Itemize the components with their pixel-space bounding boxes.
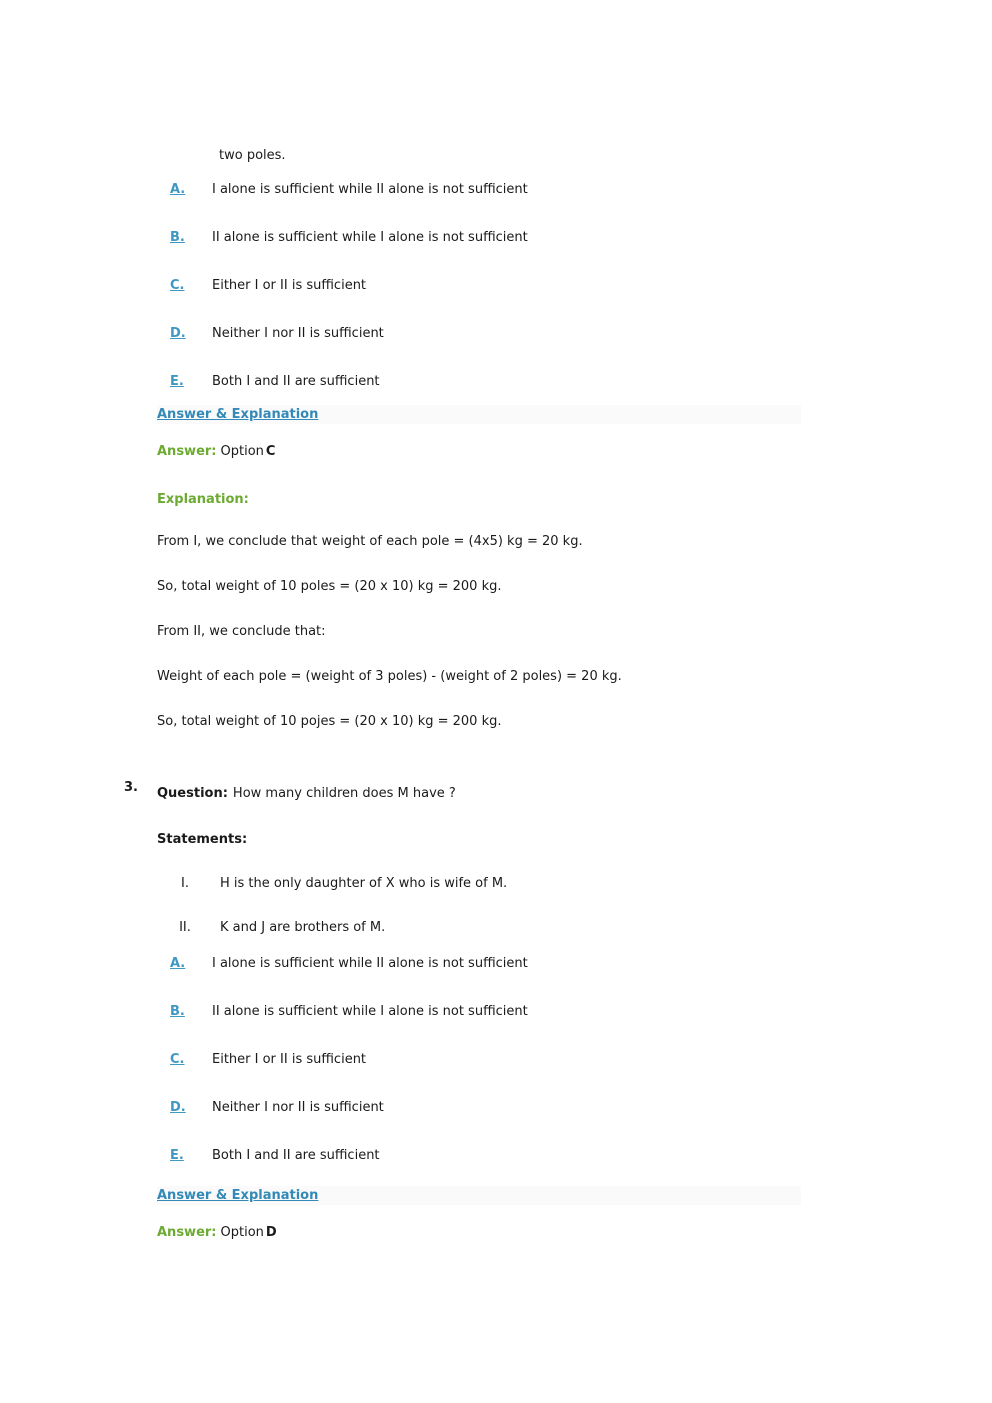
option-a-text: I alone is sufficient while II alone is … (212, 956, 528, 971)
statement-2-numeral: II. (179, 920, 191, 935)
statement-continuation-text: two poles. (219, 148, 286, 163)
explanation-line-1: From I, we conclude that weight of each … (157, 534, 583, 549)
answer-explanation-link[interactable]: Answer & Explanation (157, 407, 319, 422)
option-b-text: II alone is sufficient while I alone is … (212, 1004, 528, 1019)
option-d-text: Neither I nor II is sufficient (212, 1100, 384, 1115)
answer-option-word: Option (220, 1225, 264, 1240)
option-row-e: E. Both I and II are sufficient (157, 1148, 857, 1168)
option-b-link[interactable]: B. (170, 1004, 185, 1019)
explanation-label: Explanation: (157, 492, 249, 507)
option-row-c: C. Either I or II is sufficient (157, 278, 857, 298)
statements-label: Statements: (157, 832, 248, 847)
option-row-d: D. Neither I nor II is sufficient (157, 326, 857, 346)
question2-options-list: A. I alone is sufficient while II alone … (157, 182, 857, 394)
option-d-link[interactable]: D. (170, 326, 186, 341)
option-a-link[interactable]: A. (170, 182, 186, 197)
option-a-text: I alone is sufficient while II alone is … (212, 182, 528, 197)
option-d-text: Neither I nor II is sufficient (212, 326, 384, 341)
explanation-line-5: So, total weight of 10 pojes = (20 x 10)… (157, 714, 502, 729)
option-b-text: II alone is sufficient while I alone is … (212, 230, 528, 245)
statement-1-numeral: I. (181, 876, 189, 891)
question3-text: How many children does M have ? (232, 786, 456, 801)
answer-explanation-bar: Answer & Explanation (157, 1186, 801, 1205)
option-e-link[interactable]: E. (170, 374, 184, 389)
option-c-link[interactable]: C. (170, 1052, 185, 1067)
option-e-text: Both I and II are sufficient (212, 1148, 380, 1163)
statement-1-text: H is the only daughter of X who is wife … (220, 876, 508, 891)
answer-label: Answer: (157, 444, 217, 459)
option-e-text: Both I and II are sufficient (212, 374, 380, 389)
option-row-b: B. II alone is sufficient while I alone … (157, 230, 857, 250)
question3-options-list: A. I alone is sufficient while II alone … (157, 956, 857, 1168)
question2-answer-option: C (265, 444, 276, 459)
option-row-e: E. Both I and II are sufficient (157, 374, 857, 394)
option-row-c: C. Either I or II is sufficient (157, 1052, 857, 1072)
answer-explanation-link[interactable]: Answer & Explanation (157, 1188, 319, 1203)
question3-header: 3. Question: How many children does M ha… (124, 780, 857, 806)
option-row-a: A. I alone is sufficient while II alone … (157, 956, 857, 976)
option-c-text: Either I or II is sufficient (212, 278, 367, 293)
answer-label: Answer: (157, 1225, 217, 1240)
statement-row-1: I. H is the only daughter of X who is wi… (157, 876, 857, 896)
option-row-b: B. II alone is sufficient while I alone … (157, 1004, 857, 1024)
explanation-line-3: From II, we conclude that: (157, 624, 326, 639)
answer-option-word: Option (220, 444, 264, 459)
statement-row-2: II. K and J are brothers of M. (157, 920, 857, 940)
option-b-link[interactable]: B. (170, 230, 185, 245)
option-row-d: D. Neither I nor II is sufficient (157, 1100, 857, 1120)
question3-answer-option: D (265, 1225, 277, 1240)
question-label: Question: (157, 786, 228, 801)
option-c-text: Either I or II is sufficient (212, 1052, 367, 1067)
quiz-content: two poles. A. I alone is sufficient whil… (124, 0, 857, 1243)
question3-number: 3. (124, 780, 138, 795)
answer-explanation-bar: Answer & Explanation (157, 405, 801, 424)
explanation-line-4: Weight of each pole = (weight of 3 poles… (157, 669, 622, 684)
option-e-link[interactable]: E. (170, 1148, 184, 1163)
statement-2-text: K and J are brothers of M. (220, 920, 386, 935)
option-a-link[interactable]: A. (170, 956, 186, 971)
explanation-line-2: So, total weight of 10 poles = (20 x 10)… (157, 579, 502, 594)
option-d-link[interactable]: D. (170, 1100, 186, 1115)
option-c-link[interactable]: C. (170, 278, 185, 293)
option-row-a: A. I alone is sufficient while II alone … (157, 182, 857, 202)
